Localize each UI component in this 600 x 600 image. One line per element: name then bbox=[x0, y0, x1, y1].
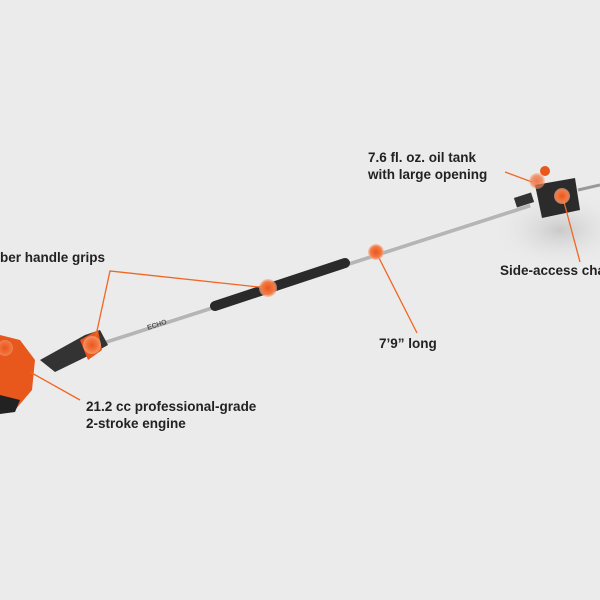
foam-grip bbox=[210, 258, 350, 311]
callout-dot-side-access[interactable] bbox=[554, 188, 570, 204]
callout-dot-length[interactable] bbox=[368, 244, 384, 260]
callout-dot-oil[interactable] bbox=[529, 173, 545, 189]
coupler bbox=[513, 192, 535, 208]
callout-dot-grip[interactable] bbox=[259, 279, 277, 297]
handle-grips-label: ber handle grips bbox=[0, 250, 106, 265]
callout-dot-engine[interactable] bbox=[0, 340, 13, 356]
side-access-label: Side-access cha bbox=[500, 263, 600, 278]
engine-base bbox=[0, 395, 20, 414]
length-label: 7’9” long bbox=[379, 336, 437, 351]
oil-tank-line2: with large opening bbox=[368, 167, 488, 182]
engine-label: 21.2 cc professional-grade 2-stroke engi… bbox=[86, 398, 256, 432]
oil-cap bbox=[540, 166, 550, 176]
oil-tank-label: 7.6 fl. oz. oil tank with large opening bbox=[368, 149, 487, 183]
oil-tank-line1: 7.6 fl. oz. oil tank bbox=[368, 150, 477, 165]
callout-dot-rear-grip[interactable] bbox=[83, 336, 101, 354]
leader-lines bbox=[29, 171, 581, 401]
bar bbox=[577, 183, 600, 192]
engine-line1: 21.2 cc professional-grade bbox=[86, 399, 257, 414]
engine-line2: 2-stroke engine bbox=[86, 416, 186, 431]
echo-logo: ECHO bbox=[146, 319, 168, 332]
